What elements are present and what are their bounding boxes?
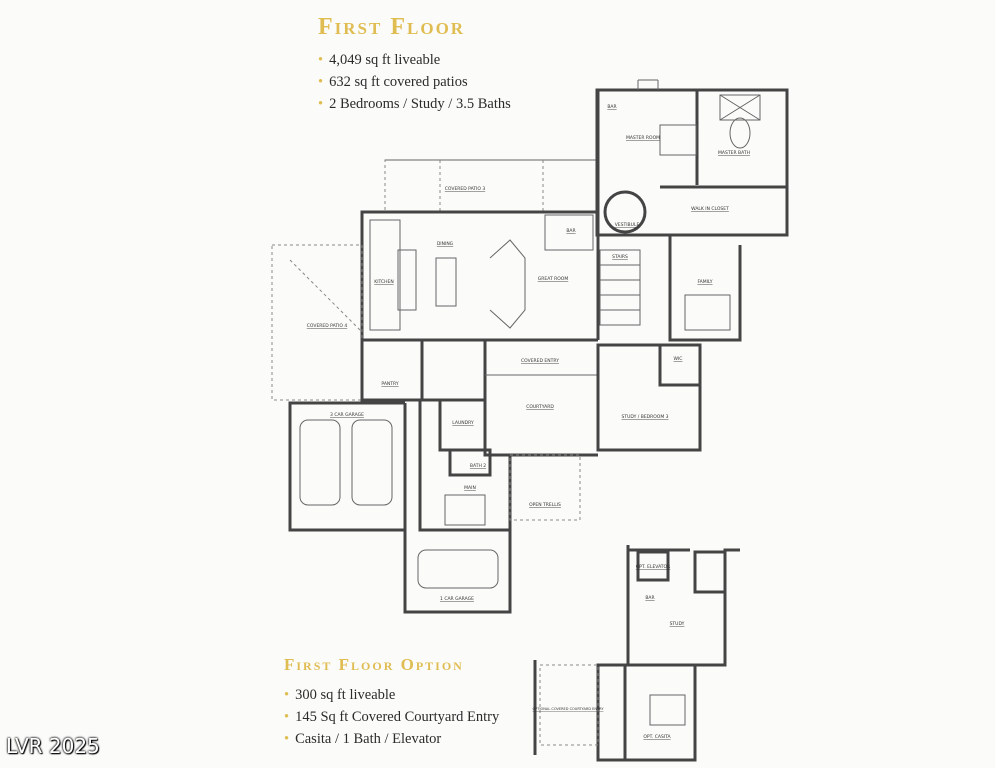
label-opt-elevator: OPT. ELEVATOR xyxy=(636,564,670,570)
first-floor-option-plan xyxy=(533,545,740,762)
main-walls xyxy=(360,90,600,342)
label-great-room: GREAT ROOM xyxy=(538,276,569,282)
label-master-room: MASTER ROOM xyxy=(626,135,660,141)
label-bath-2: BATH 2 xyxy=(470,463,486,469)
courtyard-wing xyxy=(418,343,702,532)
label-courtyard: COURTYARD xyxy=(526,404,554,410)
feature-item: 300 sq ft liveable xyxy=(284,684,499,706)
label-dining: DINING xyxy=(437,241,454,247)
feature-item: 2 Bedrooms / Study / 3.5 Baths xyxy=(318,93,511,115)
label-bar: BAR xyxy=(566,228,575,234)
garages xyxy=(288,401,512,614)
label-stairs: STAIRS xyxy=(612,254,628,260)
label-3-car-garage: 3 CAR GARAGE xyxy=(330,412,364,418)
label-main: MAIN xyxy=(464,485,476,491)
label-opt-entry: OPTIONAL COVERED COURTYARD ENTRY xyxy=(533,707,605,711)
label-wic: WIC xyxy=(674,356,683,362)
watermark: LVR 2025 xyxy=(6,734,100,758)
first-floor-features: 4,049 sq ft liveable 632 sq ft covered p… xyxy=(318,49,511,115)
label-covered-patio-3: COVERED PATIO 3 xyxy=(445,186,486,192)
label-opt-casita: OPT. CASITA xyxy=(643,734,671,740)
label-open-trellis: OPEN TRELLIS xyxy=(529,502,561,508)
feature-item: Casita / 1 Bath / Elevator xyxy=(284,728,499,750)
room-labels: COVERED PATIO 3 DINING KITCHEN GREAT ROO… xyxy=(307,104,750,740)
label-covered-entry: COVERED ENTRY xyxy=(521,358,559,364)
feature-item: 632 sq ft covered patios xyxy=(318,71,511,93)
option-title: First Floor Option xyxy=(284,655,464,674)
label-pantry: PANTRY xyxy=(381,381,398,387)
label-1-car-garage: 1 CAR GARAGE xyxy=(440,596,474,602)
label-study: STUDY xyxy=(670,621,685,627)
label-master-bath: MASTER BATH xyxy=(718,150,750,156)
label-kitchen: KITCHEN xyxy=(374,279,394,285)
feature-item: 4,049 sq ft liveable xyxy=(318,49,511,71)
label-study-bedroom-3: STUDY / BEDROOM 3 xyxy=(621,414,668,420)
stairs-family xyxy=(599,235,742,342)
label-family: FAMILY xyxy=(697,279,712,285)
label-opt-bar: BAR xyxy=(645,595,654,601)
label-vestibule: VESTIBULE xyxy=(615,222,640,228)
master-suite xyxy=(595,79,789,237)
label-covered-patio-4: COVERED PATIO 4 xyxy=(307,323,348,329)
covered-patio-3 xyxy=(384,159,599,213)
feature-item: 145 Sq ft Covered Courtyard Entry xyxy=(284,706,499,728)
option-features: 300 sq ft liveable 145 Sq ft Covered Cou… xyxy=(284,684,499,750)
label-master-bar: BAR xyxy=(607,104,616,110)
covered-patio-4 xyxy=(271,244,363,401)
label-walk-in-closet: WALK IN CLOSET xyxy=(691,206,729,212)
first-floor-title: First Floor xyxy=(318,14,466,40)
label-laundry: LAUNDRY xyxy=(452,420,474,426)
service-rooms xyxy=(360,338,492,477)
